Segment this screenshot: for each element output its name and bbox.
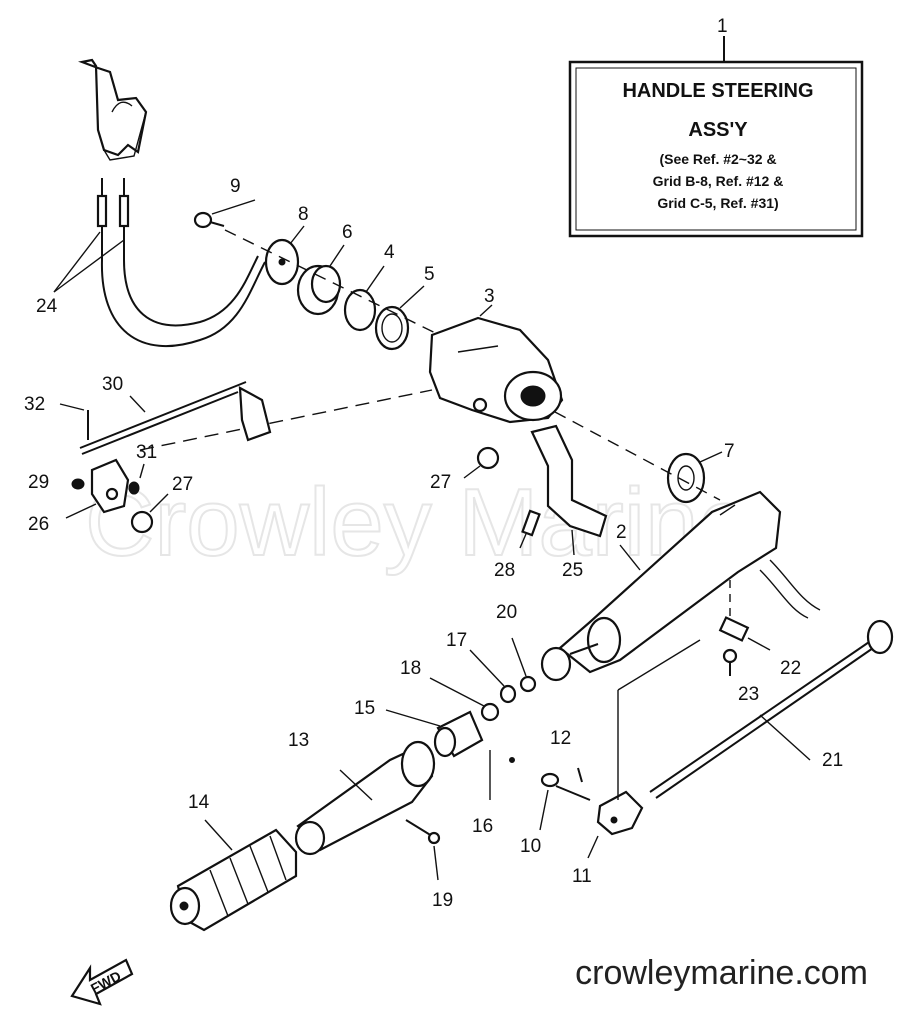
box-note-3: Grid C-5, Ref. #31)	[657, 195, 778, 211]
washer-4	[343, 265, 385, 332]
callout-17: 17	[446, 630, 467, 651]
plate-8	[264, 225, 305, 286]
steering-bracket-3	[428, 304, 564, 424]
fwd-arrow-icon: FWD	[70, 958, 134, 1006]
callout-4: 4	[384, 242, 395, 263]
washer-18	[429, 677, 500, 722]
callout-10: 10	[520, 836, 541, 857]
callout-2: 2	[616, 522, 627, 543]
callout-6: 6	[342, 222, 353, 243]
callout-29: 29	[28, 472, 49, 493]
bushing-6	[296, 244, 345, 316]
box-note-1: (See Ref. #2~32 &	[659, 151, 776, 167]
pin-10	[539, 772, 591, 831]
callout-31: 31	[136, 442, 157, 463]
collar-27-right	[463, 446, 500, 479]
pin-28	[519, 509, 541, 549]
washer-7	[666, 451, 723, 504]
collar-27-left	[130, 493, 169, 534]
screw-23	[722, 648, 738, 676]
callout-27-left: 27	[172, 474, 193, 495]
bolt-9	[193, 199, 256, 229]
callout-16: 16	[472, 816, 493, 837]
callout-9: 9	[230, 176, 241, 197]
clip-22	[718, 616, 771, 651]
tiller-handle-2	[540, 490, 821, 682]
callout-21: 21	[822, 750, 843, 771]
callout-1: 1	[717, 16, 728, 37]
nut-29	[71, 478, 85, 490]
callout-30: 30	[102, 374, 123, 395]
callout-23: 23	[738, 684, 759, 705]
watermark-text: Crowley Marine	[85, 469, 752, 576]
callout-18: 18	[400, 658, 421, 679]
collar-15	[385, 709, 484, 758]
pin-32	[59, 403, 89, 440]
callout-24: 24	[36, 296, 58, 317]
ring-31	[128, 463, 145, 495]
callout-22: 22	[780, 658, 801, 679]
callout-27-right: 27	[430, 472, 451, 493]
callout-8: 8	[298, 204, 309, 225]
callout-5: 5	[424, 264, 435, 285]
friction-block-11	[587, 639, 701, 859]
screw-16	[489, 750, 515, 800]
spring-17	[469, 649, 517, 704]
nut-20	[511, 637, 537, 693]
title-box: 1 HANDLE STEERING ASS'Y (See Ref. #2~32 …	[568, 16, 864, 238]
callout-13: 13	[288, 730, 309, 751]
callout-20: 20	[496, 602, 517, 623]
joint-26	[65, 458, 130, 519]
callout-3: 3	[484, 286, 495, 307]
callout-19: 19	[432, 890, 453, 911]
callout-28: 28	[494, 560, 515, 581]
callout-25: 25	[562, 560, 583, 581]
callout-11: 11	[572, 866, 592, 887]
pin-12	[577, 767, 583, 783]
callout-32: 32	[24, 394, 45, 415]
box-title: HANDLE STEERING	[622, 80, 813, 102]
grip-14	[169, 819, 298, 932]
ring-5	[374, 285, 425, 351]
box-note-2: Grid B-8, Ref. #12 &	[653, 173, 784, 189]
link-rod-30	[79, 381, 272, 455]
site-url: crowleymarine.com	[575, 954, 868, 992]
cable-bracket	[78, 58, 148, 161]
callout-7: 7	[724, 441, 735, 462]
box-subtitle: ASS'Y	[688, 119, 748, 141]
throttle-shaft-13	[294, 740, 436, 856]
throttle-rod-21	[649, 619, 894, 799]
screw-19	[405, 819, 441, 881]
callout-26: 26	[28, 514, 49, 535]
throttle-cables	[96, 178, 266, 348]
callout-12: 12	[550, 728, 571, 749]
callout-15: 15	[354, 698, 375, 719]
callout-14: 14	[188, 792, 210, 813]
lever-25	[530, 424, 608, 556]
